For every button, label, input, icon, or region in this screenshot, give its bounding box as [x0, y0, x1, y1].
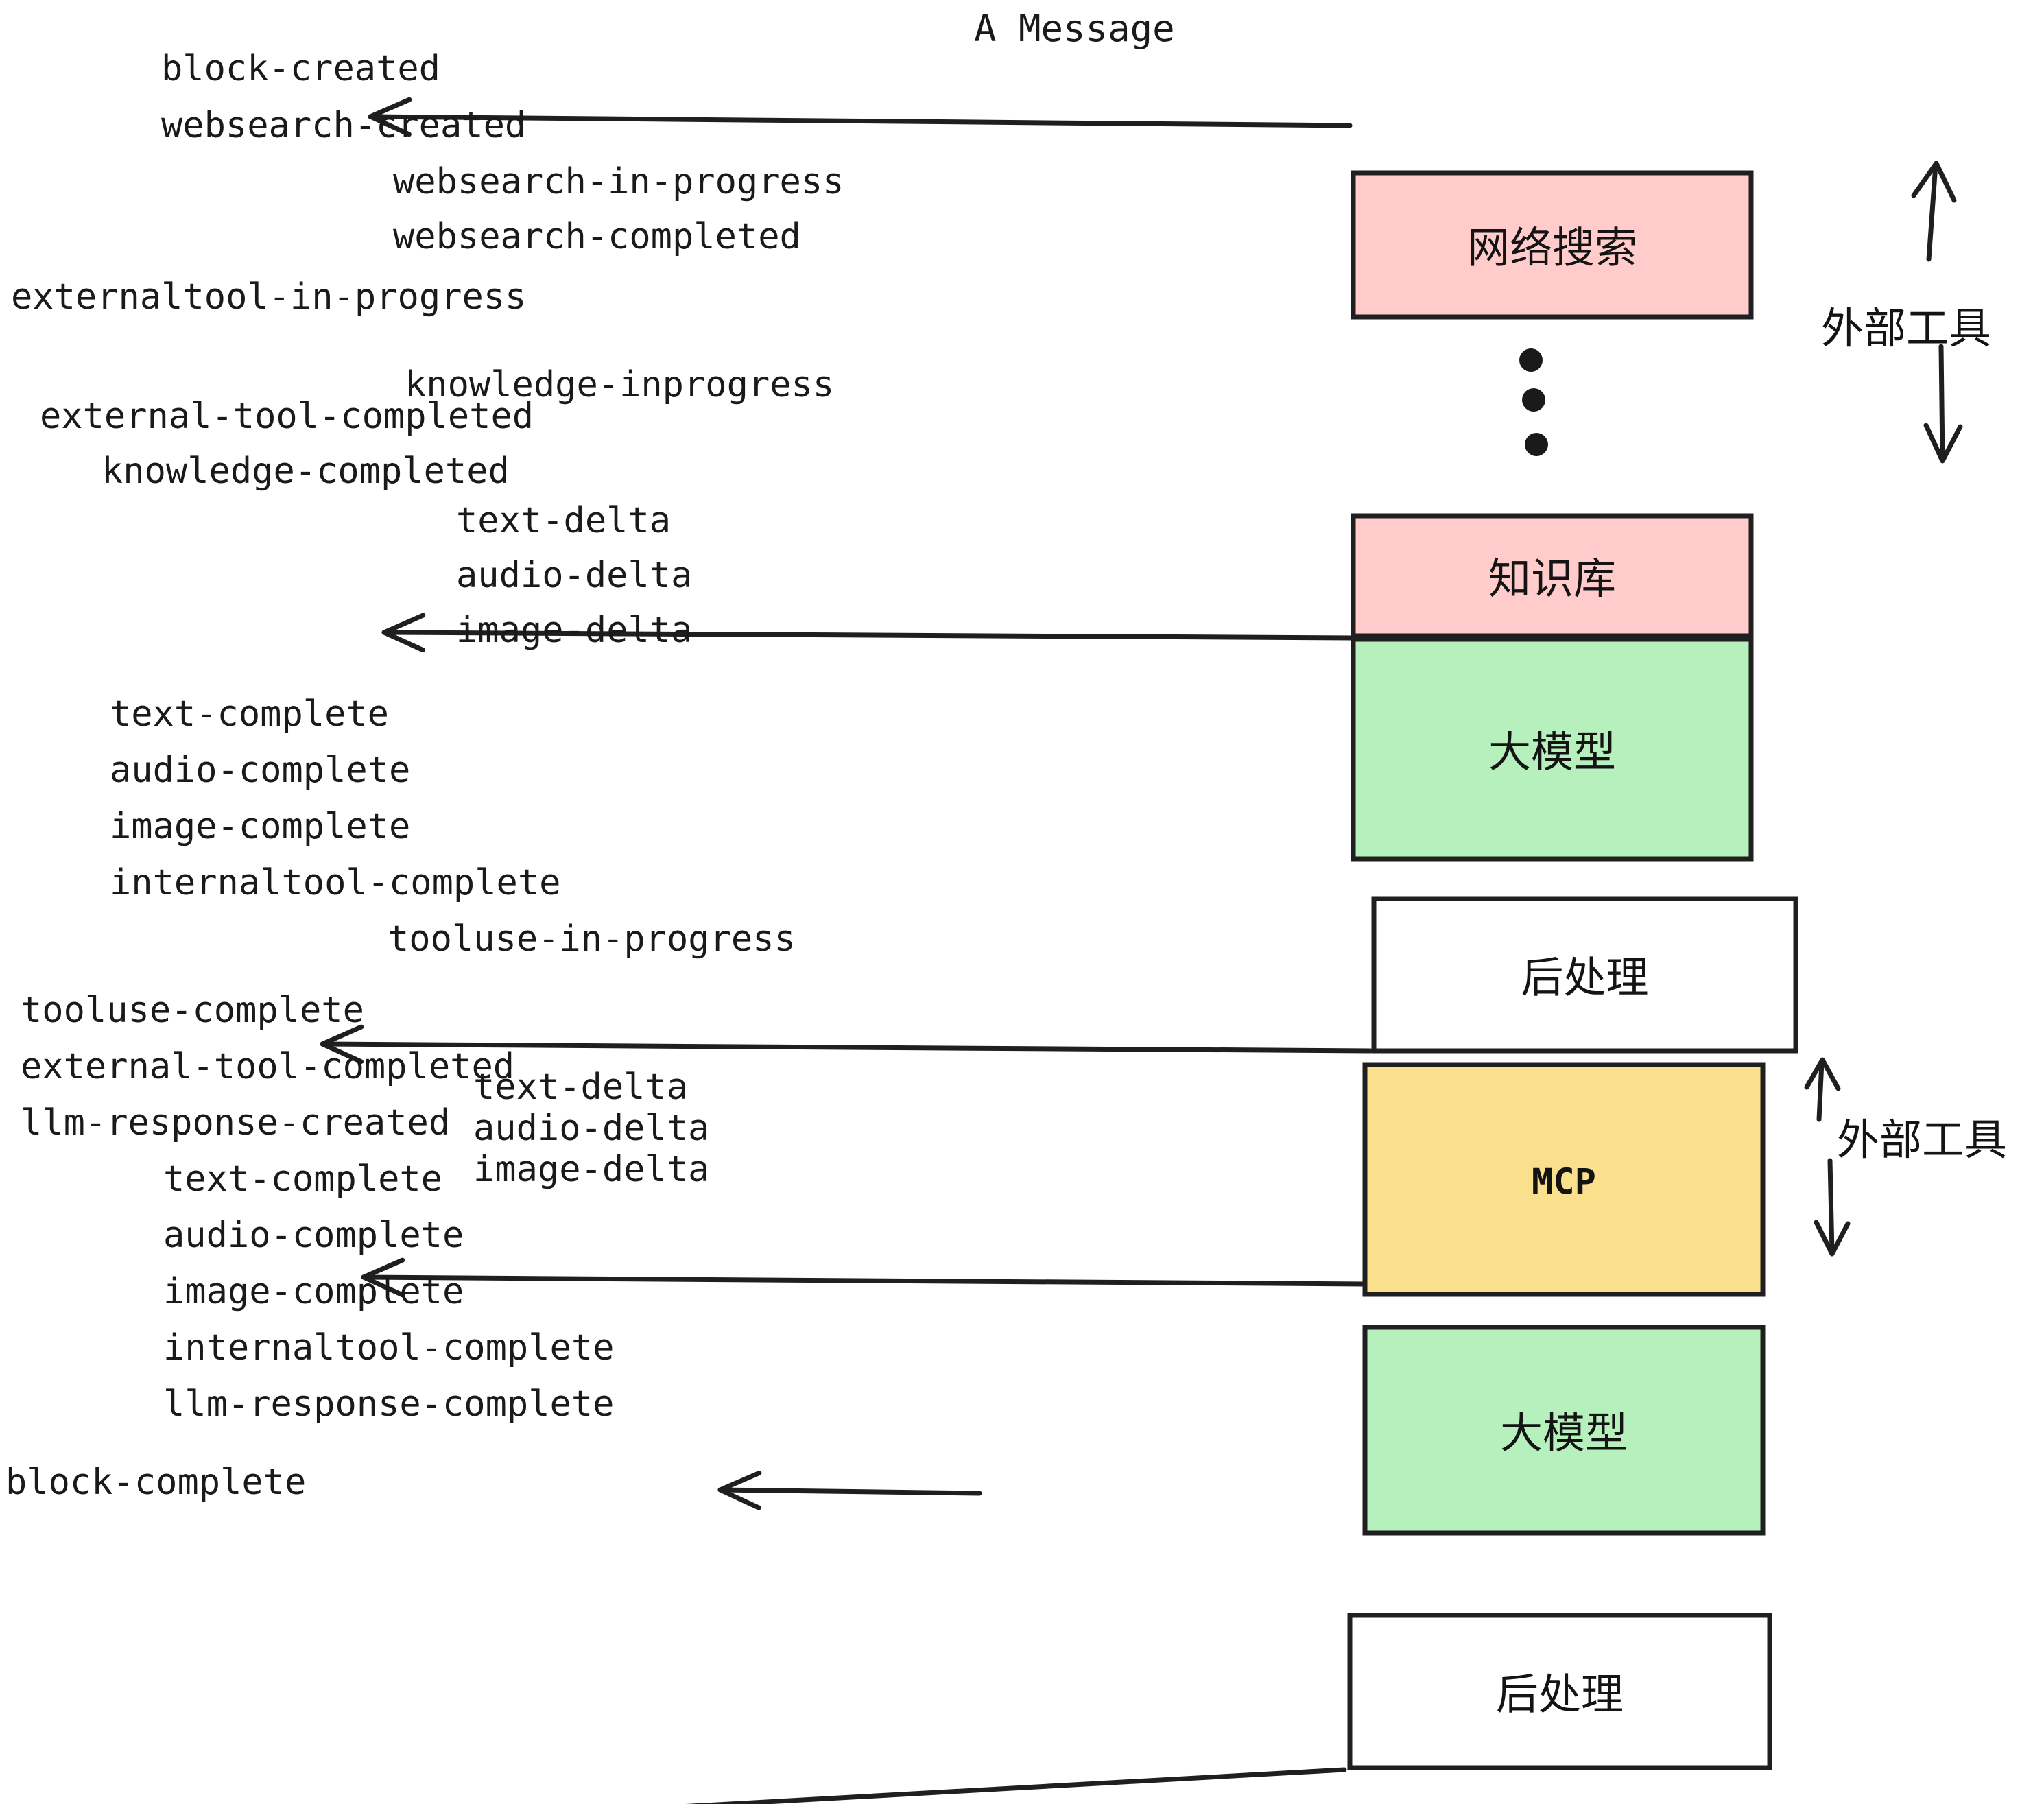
event-label-tooluse-complete: tooluse-complete — [21, 990, 364, 1031]
arrowhead-down-bottom — [1814, 1220, 1851, 1257]
external-tool-down-line-bottom — [1827, 1158, 1835, 1255]
event-label-websearch-in-progress: websearch-in-progress — [393, 161, 844, 202]
ellipsis-dot — [1519, 348, 1543, 372]
ellipsis-dot — [1525, 433, 1548, 456]
event-label-block-complete: block-complete — [5, 1462, 306, 1503]
event-label-image-complete-2: image-complete — [163, 1271, 464, 1312]
external-tool-up-line-bottom — [1816, 1059, 1825, 1122]
event-label-external-tool-completed-1: external-tool-completed — [40, 396, 534, 437]
event-label-text-delta-1: text-delta — [456, 500, 671, 541]
node-label-mcp: MCP — [1532, 1162, 1596, 1203]
page-title: A Message — [974, 7, 1175, 50]
node-box-websearch[interactable] — [1351, 170, 1754, 320]
event-label-websearch-completed: websearch-completed — [393, 216, 801, 257]
event-label-audio-delta-1: audio-delta — [456, 555, 692, 596]
arrow-knowledge-to-left-head — [381, 613, 426, 653]
node-label-postprocess-top: 后处理 — [1521, 953, 1648, 1003]
node-label-postprocess-bottom: 后处理 — [1496, 1670, 1624, 1720]
event-label-text-delta-2: text-delta — [473, 1067, 688, 1108]
node-label-knowledge: 知识库 — [1488, 554, 1616, 604]
arrow-websearch-to-block — [368, 114, 1353, 128]
node-box-llm-bottom[interactable] — [1362, 1325, 1766, 1536]
event-label-internaltool-complete-1: internaltool-complete — [110, 862, 560, 903]
event-label-image-delta-2: image-delta — [473, 1149, 709, 1190]
arrow-group — [320, 97, 1373, 1804]
ellipsis-dot — [1522, 388, 1545, 412]
node-box-postprocess-top[interactable] — [1371, 896, 1798, 1054]
event-label-external-tool-completed-2: external-tool-completed — [21, 1046, 514, 1087]
arrowhead-down-top — [1923, 423, 1963, 464]
event-label-knowledge-inprogress: knowledge-inprogress — [405, 364, 834, 405]
event-label-text-complete-2: text-complete — [163, 1159, 442, 1200]
arrow-llm-to-audio-head — [717, 1470, 762, 1510]
event-label-group: block-created websearch-created websearch-… — [5, 48, 844, 1503]
arrow-post-to-block — [685, 1767, 1347, 1804]
event-label-internaltool-complete-2: internaltool-complete — [163, 1327, 614, 1368]
event-label-image-complete-1: image-complete — [110, 806, 410, 847]
arrowhead-up-bottom — [1804, 1057, 1841, 1091]
external-tool-down-line-top — [1938, 344, 1945, 462]
arrow-mcp-box-to-left — [320, 1041, 1373, 1054]
external-tool-bracket-bottom — [1804, 1057, 1851, 1257]
event-label-llm-response-created: llm-response-created — [21, 1102, 450, 1143]
arrow-mcp-to-tooluse — [361, 1274, 1368, 1287]
arrow-mcp-to-tooluse-head — [361, 1257, 405, 1298]
node-box-mcp[interactable] — [1362, 1062, 1766, 1297]
event-label-block-created: block-created — [161, 48, 440, 89]
external-tool-up-line-top — [1926, 162, 1938, 262]
node-label-websearch: 网络搜索 — [1467, 223, 1637, 273]
arrow-mcp-box-to-left-head — [320, 1024, 364, 1065]
group-label-external-tool-bottom: 外部工具 — [1837, 1115, 2007, 1165]
external-tool-bracket-top — [1911, 161, 1963, 464]
event-label-externaltool-in-progress: externaltool-in-progress — [11, 276, 526, 318]
node-box-llm-top[interactable] — [1351, 637, 1754, 862]
node-box-knowledge[interactable] — [1351, 513, 1754, 639]
event-label-image-delta-1: image-delta — [456, 610, 692, 651]
arrowhead-up-top — [1911, 161, 1957, 203]
event-label-knowledge-completed: knowledge-completed — [102, 451, 510, 492]
event-label-llm-response-complete: llm-response-complete — [163, 1384, 614, 1425]
event-label-audio-delta-2: audio-delta — [473, 1108, 709, 1149]
arrow-websearch-to-block-head — [368, 97, 412, 137]
node-label-llm-top: 大模型 — [1488, 727, 1616, 777]
event-label-websearch-created: websearch-created — [161, 105, 526, 146]
node-label-llm-bottom: 大模型 — [1500, 1408, 1628, 1458]
event-label-tooluse-in-progress: tooluse-in-progress — [388, 918, 796, 960]
node-box-postprocess-bottom[interactable] — [1347, 1613, 1772, 1770]
group-label-external-tool-top: 外部工具 — [1821, 303, 1991, 353]
arrow-llm-to-audio — [717, 1487, 982, 1496]
event-label-audio-complete-1: audio-complete — [110, 750, 410, 791]
arrow-knowledge-to-left — [381, 630, 1356, 641]
event-label-audio-complete-2: audio-complete — [163, 1215, 464, 1256]
event-label-text-complete-1: text-complete — [110, 693, 389, 735]
